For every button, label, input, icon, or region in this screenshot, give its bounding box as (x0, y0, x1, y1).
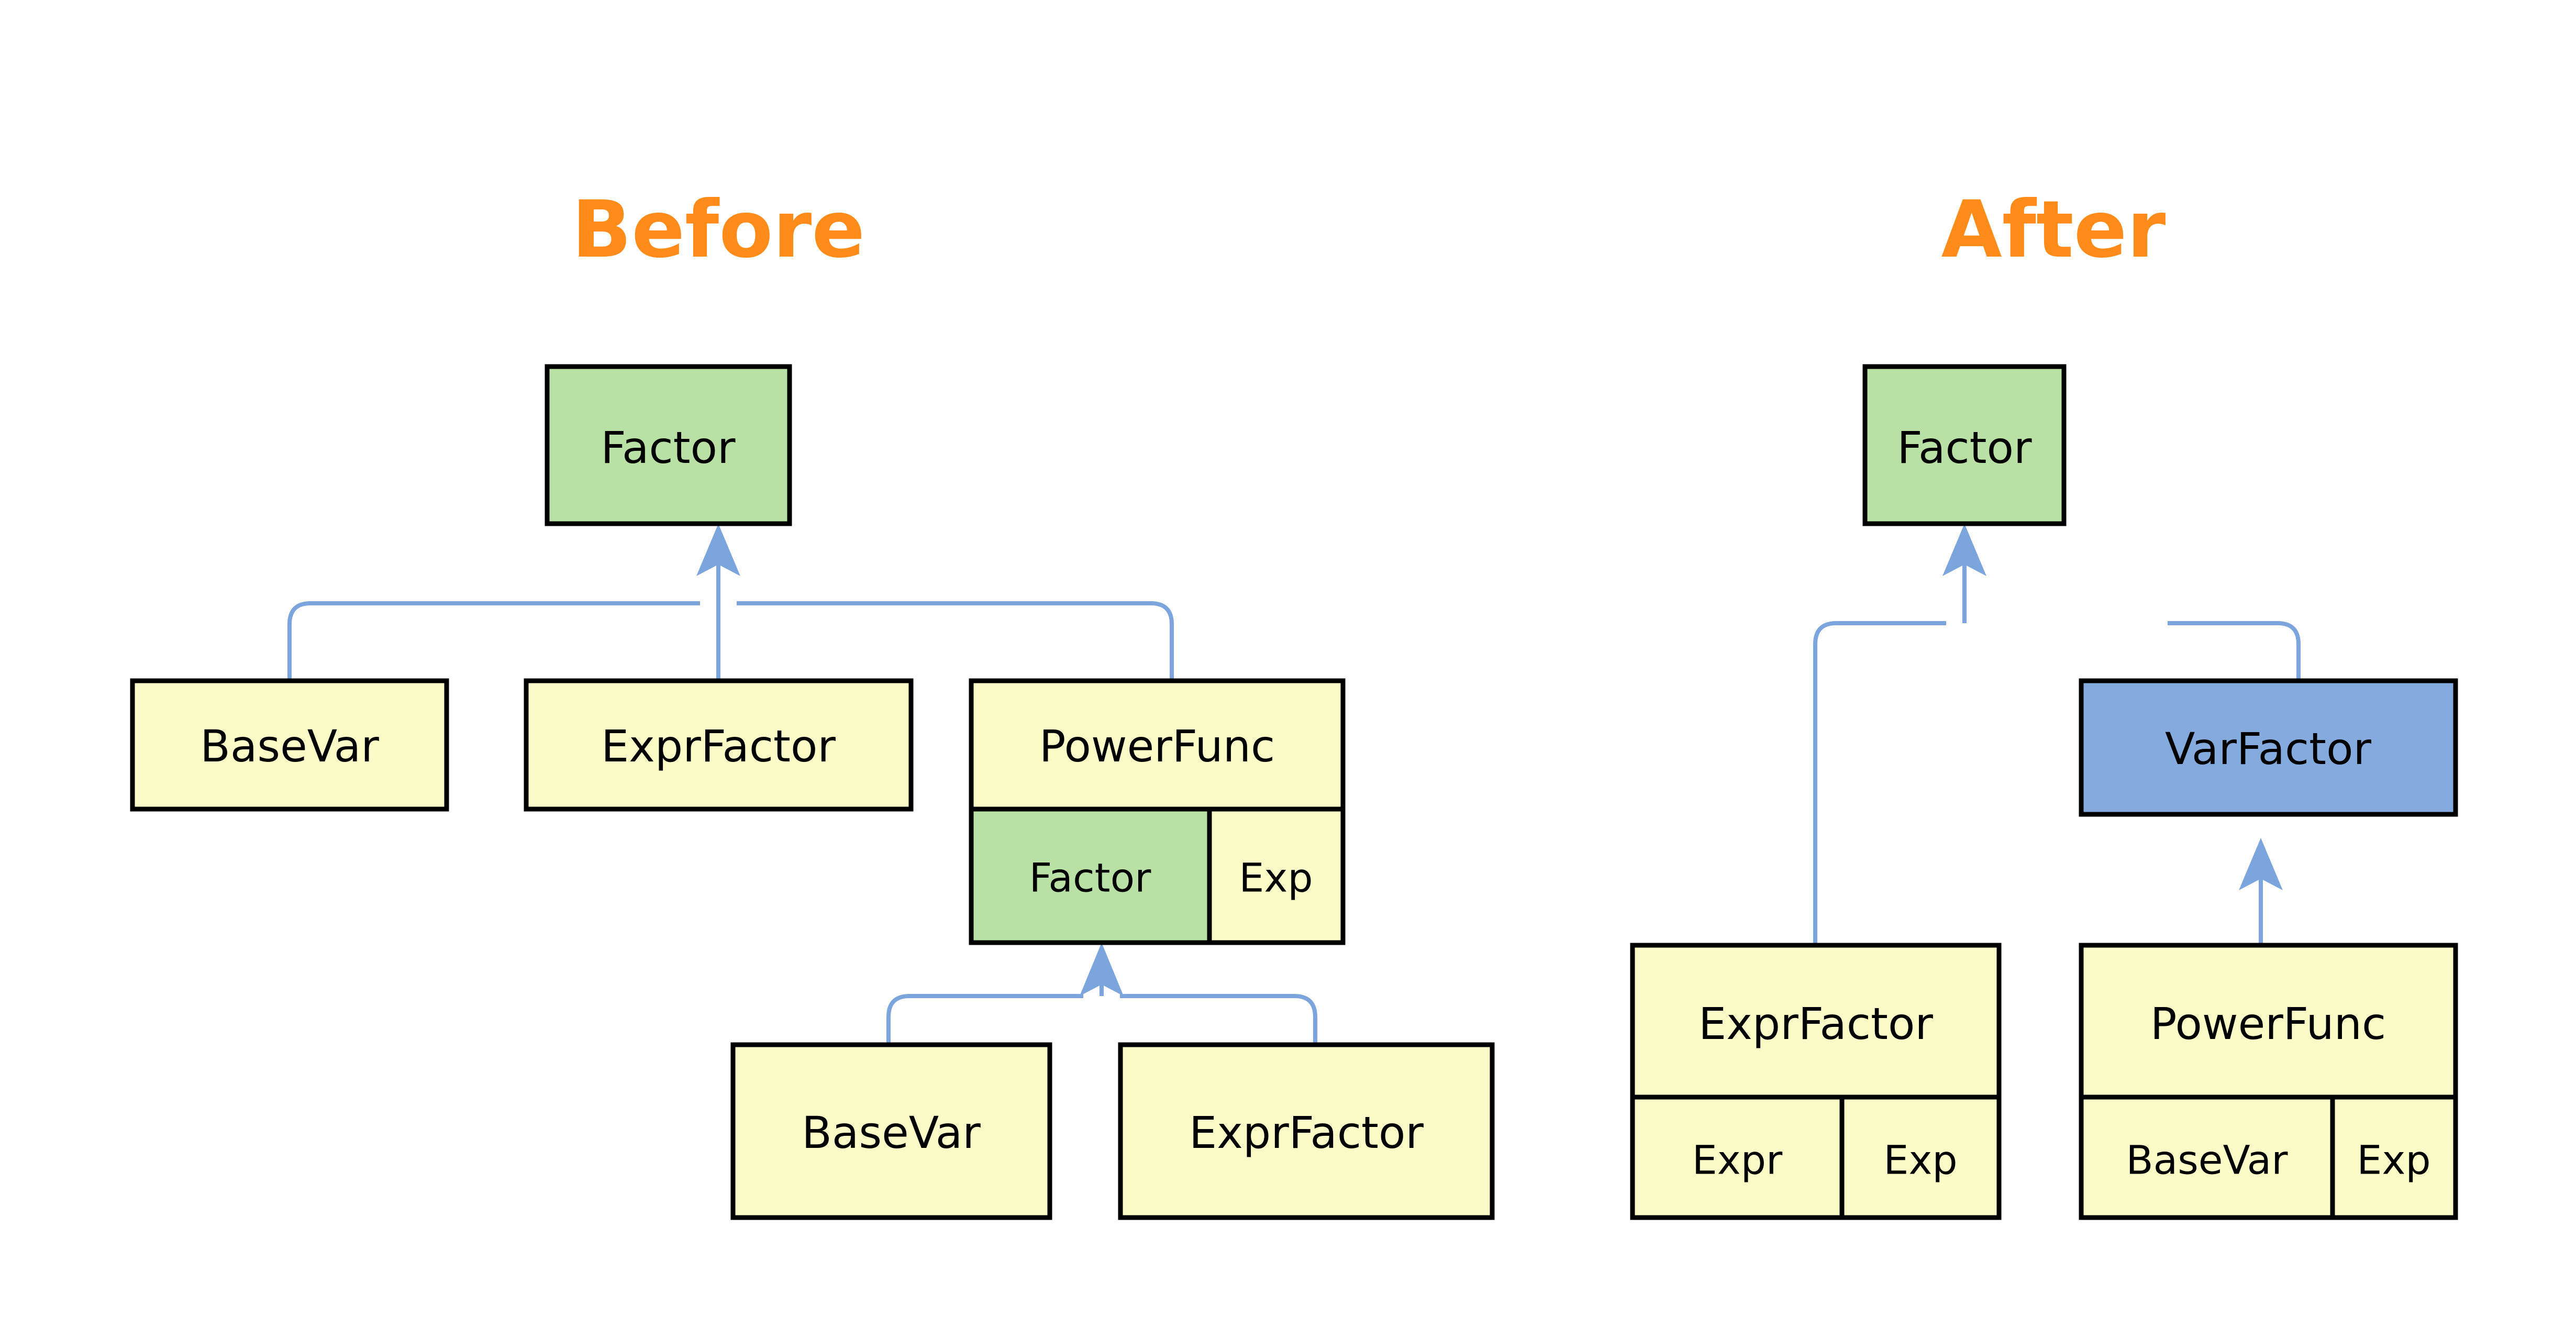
before-panel-title: Before (572, 184, 865, 275)
edge-leaf-basevar-to-nested-factor (886, 994, 1083, 1045)
before-node-factor[interactable]: Factor (545, 364, 792, 526)
before-factor-box[interactable] (545, 364, 792, 526)
before-powerfunc-label: PowerFunc (1039, 721, 1275, 772)
edge-varfactor-to-factor (2168, 621, 2301, 681)
after-exprfactor-header-box[interactable] (1630, 943, 2002, 1100)
before-node-basevar[interactable]: BaseVar (130, 678, 449, 812)
before-leaf-exprfactor-box[interactable] (1118, 1042, 1495, 1220)
before-node-exprfactor[interactable]: ExprFactor (524, 678, 914, 812)
before-powerfunc-cell-factor-label: Factor (1029, 855, 1151, 901)
after-node-exprfactor[interactable]: ExprFactor Expr Exp (1630, 943, 2002, 1220)
after-powerfunc-cell-basevar-label: BaseVar (2126, 1137, 2289, 1184)
before-factor-label: Factor (601, 422, 736, 473)
after-powerfunc-header-box[interactable] (2079, 943, 2458, 1100)
before-powerfunc-cell-exp-box[interactable] (1207, 806, 1346, 945)
after-panel-title: After (1941, 184, 2166, 275)
before-leaf-basevar-label: BaseVar (802, 1107, 981, 1158)
after-powerfunc-cell-exp-label: Exp (2357, 1137, 2430, 1184)
before-node-leaf-basevar[interactable]: BaseVar (730, 1042, 1052, 1220)
before-leaf-basevar-box[interactable] (730, 1042, 1052, 1220)
edge-leaf-exprfactor-to-nested-factor (1120, 994, 1317, 1045)
after-node-factor[interactable]: Factor (1862, 364, 2067, 526)
after-powerfunc-label: PowerFunc (2150, 998, 2386, 1049)
after-varfactor-box[interactable] (2079, 678, 2458, 817)
arrowhead-factor (696, 524, 740, 576)
arrowhead-nested-factor (1080, 943, 1124, 996)
after-generalization-edges (1813, 524, 2301, 945)
before-powerfunc-cell-factor-box[interactable] (969, 806, 1212, 945)
before-exprfactor-box[interactable] (524, 678, 914, 812)
after-powerfunc-cell-basevar-box[interactable] (2079, 1094, 2335, 1220)
after-powerfunc-cell-exp-box[interactable] (2330, 1094, 2458, 1220)
arrowhead-after-factor (1942, 524, 1986, 576)
before-powerfunc-cell-exp-label: Exp (1239, 855, 1313, 901)
after-factor-box[interactable] (1862, 364, 2067, 526)
before-node-leaf-exprfactor[interactable]: ExprFactor (1118, 1042, 1495, 1220)
after-exprfactor-label: ExprFactor (1698, 998, 1933, 1049)
after-node-varfactor[interactable]: VarFactor (2079, 678, 2458, 817)
after-exprfactor-cell-expr-box[interactable] (1630, 1094, 1845, 1220)
before-exprfactor-label: ExprFactor (601, 721, 836, 772)
before-powerfunc-header-box[interactable] (969, 678, 1346, 812)
after-varfactor-label: VarFactor (2165, 723, 2372, 775)
before-generalization-edges (287, 524, 1174, 681)
edge-basevar-to-factor (287, 601, 700, 681)
arrowhead-varfactor (2239, 838, 2283, 890)
edge-powerfunc-to-factor (737, 601, 1174, 681)
edge-exprfactor-to-factor (1813, 621, 1946, 945)
after-node-powerfunc[interactable]: PowerFunc BaseVar Exp (2079, 943, 2458, 1220)
after-exprfactor-cell-exp-box[interactable] (1839, 1094, 2002, 1220)
before-nested-edges (886, 943, 1317, 1045)
before-leaf-exprfactor-label: ExprFactor (1189, 1107, 1424, 1158)
after-exprfactor-cell-exp-label: Exp (1883, 1137, 1957, 1184)
after-factor-label: Factor (1897, 422, 2032, 473)
after-exprfactor-cell-expr-label: Expr (1692, 1137, 1783, 1184)
before-node-powerfunc[interactable]: PowerFunc Factor Exp (969, 678, 1346, 945)
before-basevar-box[interactable] (130, 678, 449, 812)
before-basevar-label: BaseVar (200, 721, 379, 772)
